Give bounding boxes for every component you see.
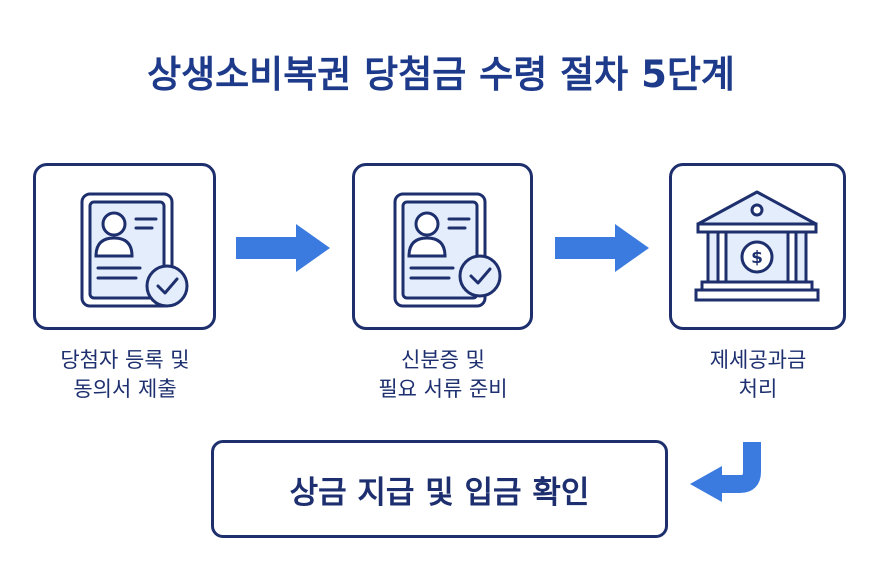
step-3-label: 제세공과금 처리: [648, 346, 868, 404]
step-3-line-1: 제세공과금: [709, 348, 807, 372]
step-2-line-1: 신분증 및: [401, 348, 485, 372]
step-3-card: $: [669, 163, 846, 330]
final-step-card: 상금 지급 및 입금 확인: [211, 440, 668, 538]
step-2-label: 신분증 및 필요 서류 준비: [333, 346, 553, 404]
step-1-card: [33, 163, 216, 330]
arrow-right-icon: [555, 224, 649, 272]
arrow-right-icon: [236, 224, 330, 272]
step-3-line-2: 처리: [738, 377, 778, 401]
step-1-line-2: 동의서 제출: [73, 377, 177, 401]
step-1-label: 당첨자 등록 및 동의서 제출: [15, 346, 235, 404]
page-title: 상생소비복권 당첨금 수령 절차 5단계: [147, 53, 735, 96]
step-2-line-2: 필요 서류 준비: [378, 377, 508, 401]
step-2-card: [352, 163, 533, 330]
step-1-line-1: 당첨자 등록 및: [60, 348, 190, 372]
svg-text:$: $: [751, 248, 763, 268]
bank-icon: $: [694, 190, 820, 302]
curved-arrow-icon: [690, 442, 761, 502]
document-check-icon: [80, 192, 189, 308]
final-step-label: 상금 지급 및 입금 확인: [289, 474, 590, 511]
id-document-check-icon: [393, 192, 502, 308]
